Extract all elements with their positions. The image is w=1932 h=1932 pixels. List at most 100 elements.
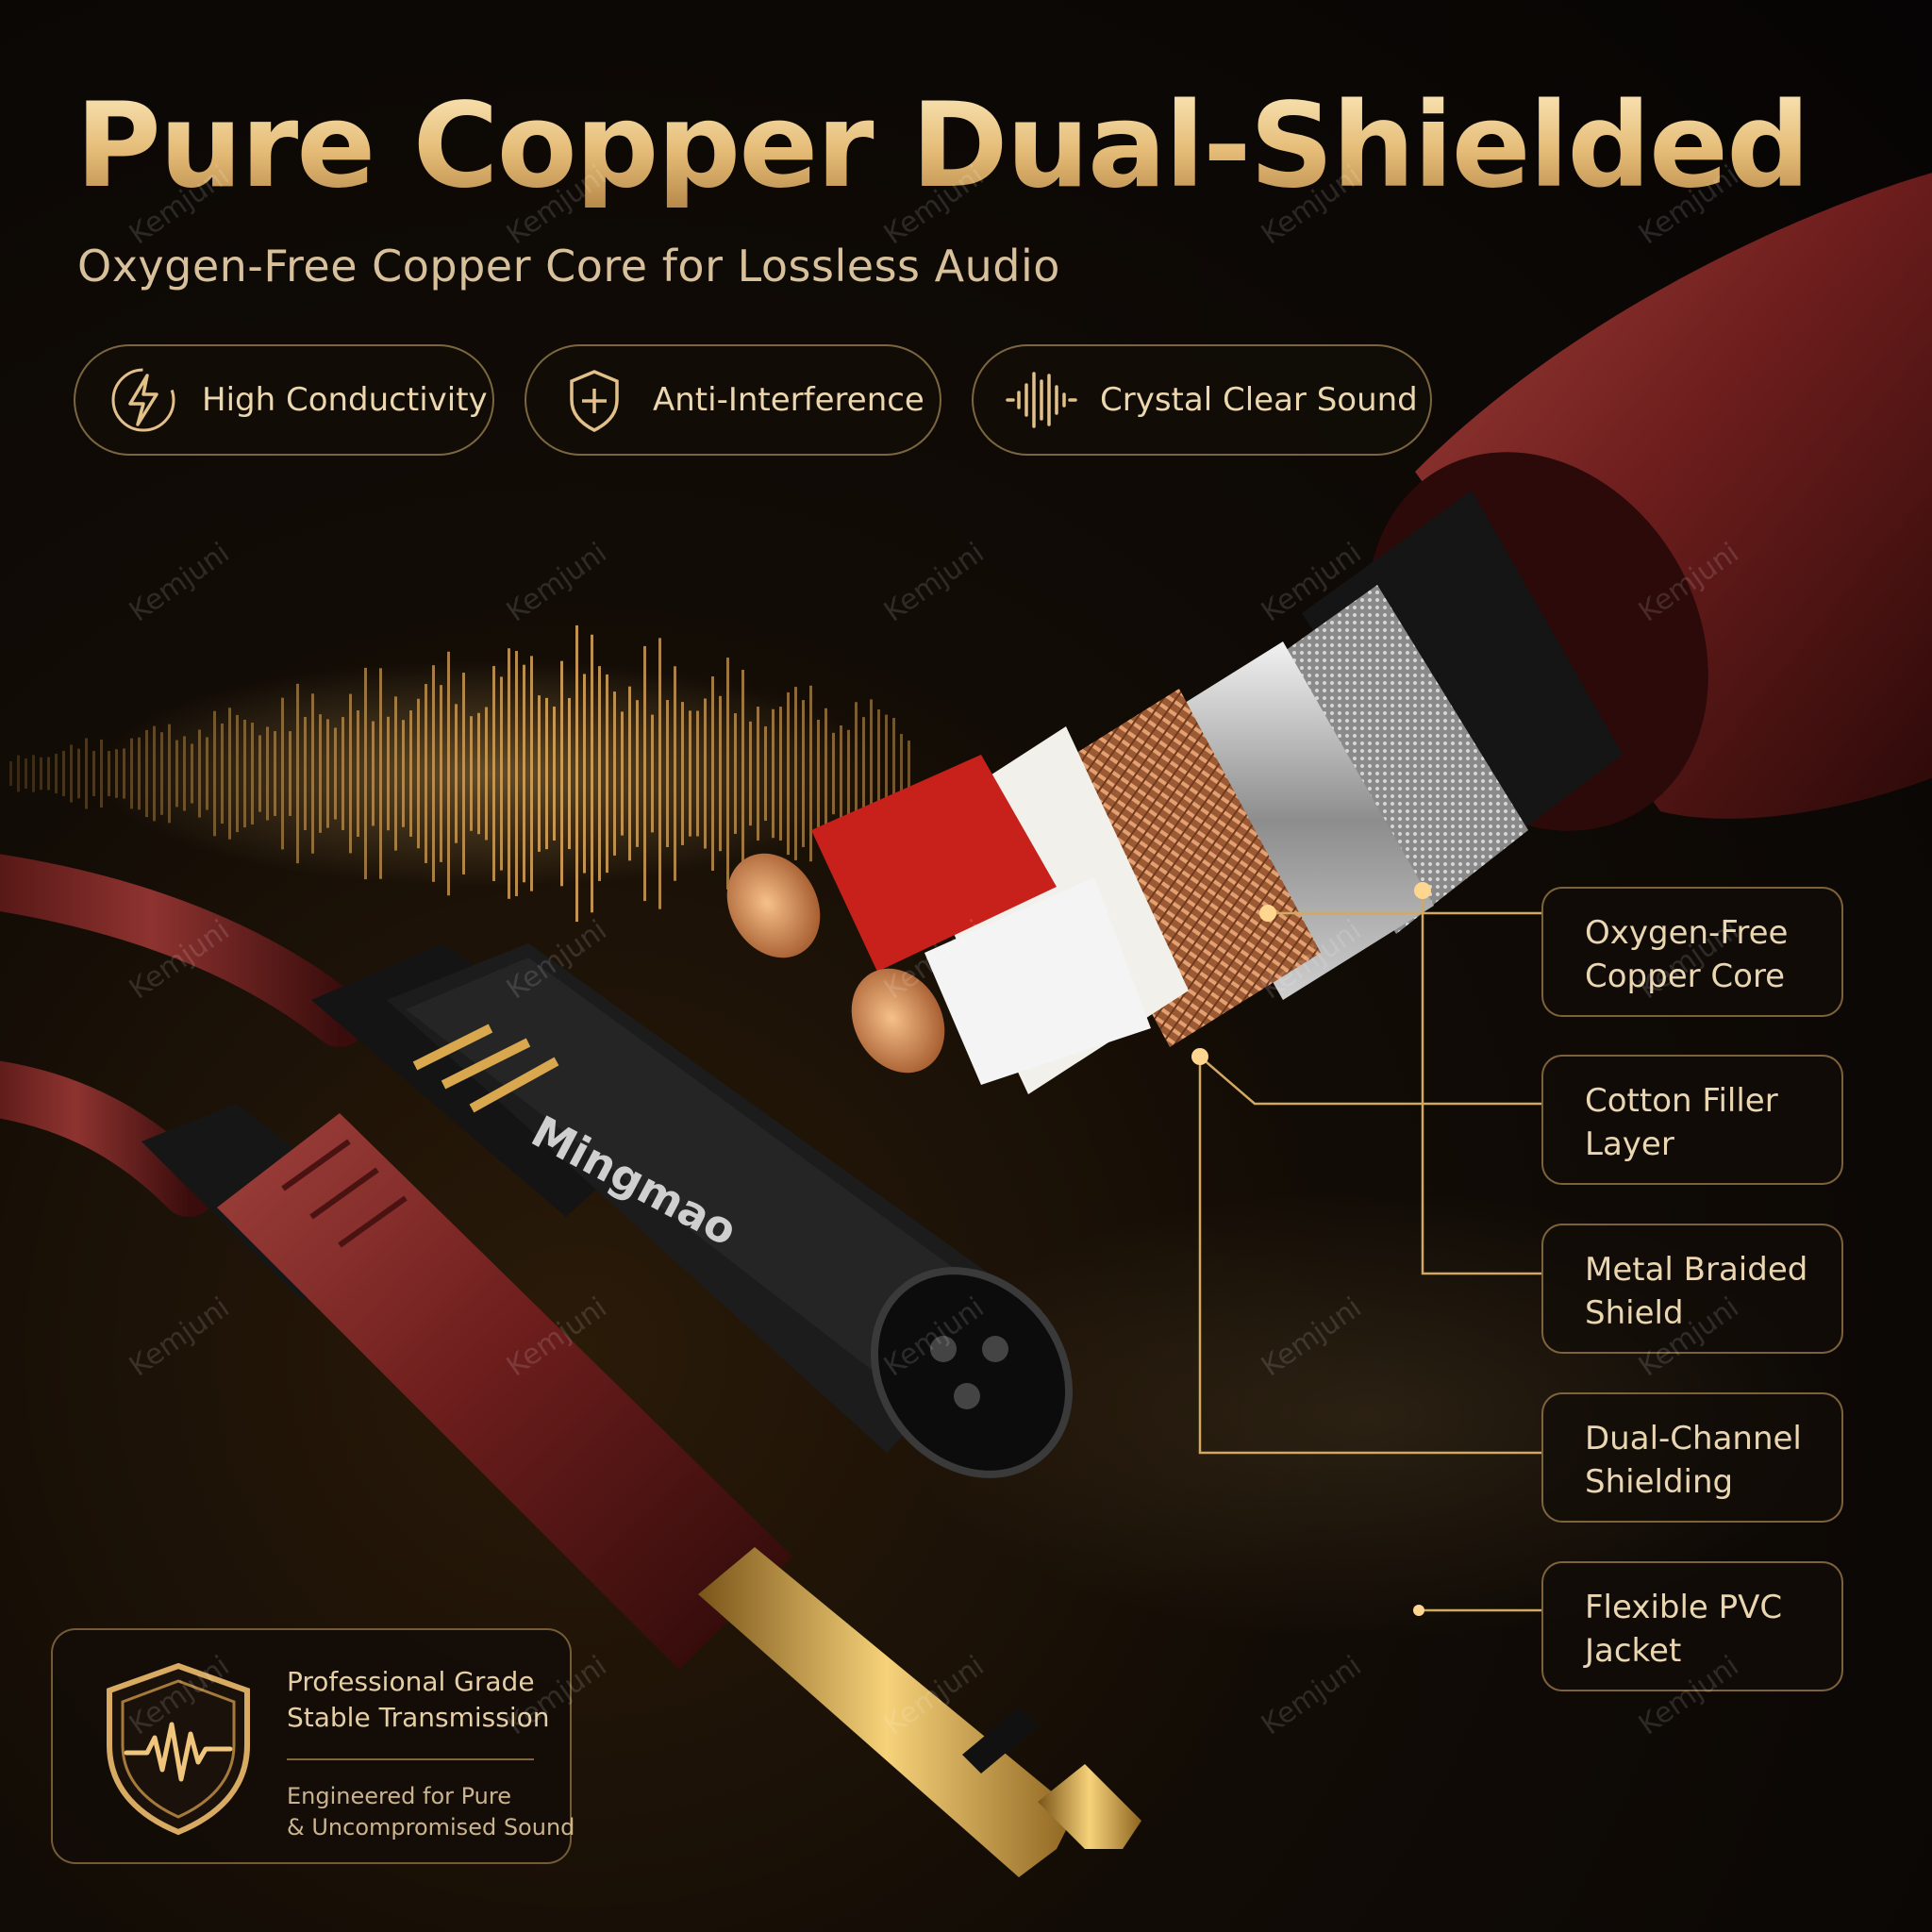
wave-bar bbox=[304, 717, 307, 830]
callout-lines bbox=[1198, 891, 1541, 1612]
badge-divider bbox=[287, 1758, 534, 1760]
wave-bar bbox=[402, 720, 405, 827]
spec-line: Metal Braided bbox=[1585, 1251, 1808, 1289]
wave-bar bbox=[772, 708, 774, 839]
callout-dots bbox=[1191, 882, 1431, 1616]
wave-bar bbox=[258, 735, 261, 812]
wave-bar bbox=[726, 658, 729, 890]
wave-bar bbox=[666, 700, 669, 847]
wave-bar bbox=[123, 748, 125, 799]
spec-line: Shielding bbox=[1585, 1463, 1734, 1501]
badge-heading-line: Professional Grade bbox=[287, 1666, 535, 1697]
wave-bar bbox=[409, 710, 412, 837]
wave-bar bbox=[77, 748, 80, 799]
wave-bar bbox=[213, 710, 216, 837]
feature-label: Crystal Clear Sound bbox=[1100, 381, 1418, 419]
spec-line: Dual-Channel bbox=[1585, 1420, 1802, 1457]
cable-cords bbox=[0, 854, 368, 1217]
wave-bar bbox=[658, 638, 661, 909]
wave-bar bbox=[908, 741, 910, 807]
shield-waveform-icon bbox=[107, 1662, 250, 1836]
wave-bar bbox=[9, 761, 12, 786]
wave-bar bbox=[643, 645, 646, 902]
wave-bar bbox=[689, 710, 691, 837]
wave-bar bbox=[349, 693, 352, 854]
wave-bar bbox=[840, 724, 842, 823]
wave-bar bbox=[440, 685, 442, 862]
wave-bar bbox=[794, 687, 797, 860]
wave-bar bbox=[749, 721, 752, 826]
wave-bar bbox=[394, 696, 397, 851]
wave-bar bbox=[613, 691, 616, 856]
wave-bar bbox=[228, 708, 231, 840]
spec-line: Oxygen-Free bbox=[1585, 914, 1789, 952]
wave-bar bbox=[160, 732, 163, 815]
wave-bar bbox=[583, 674, 586, 874]
wave-bar bbox=[553, 707, 556, 841]
wave-bar bbox=[545, 697, 548, 850]
wave-bar bbox=[130, 738, 133, 809]
spec-dual-channel-shielding: Dual-Channel Shielding bbox=[1541, 1392, 1843, 1523]
wave-bar bbox=[47, 757, 50, 791]
wave-bar bbox=[341, 717, 344, 830]
wave-bar bbox=[628, 686, 631, 861]
wave-bar bbox=[734, 713, 737, 834]
wave-bar bbox=[274, 731, 276, 816]
wave-bar bbox=[462, 673, 465, 874]
wave-bar bbox=[387, 716, 390, 831]
wave-bar bbox=[115, 749, 118, 798]
wave-bar bbox=[621, 711, 624, 836]
wave-bar bbox=[779, 707, 782, 841]
wave-bar bbox=[379, 668, 382, 879]
wave-bar bbox=[17, 755, 20, 792]
cable-cutaway bbox=[726, 173, 1932, 1094]
wave-bar bbox=[326, 719, 329, 828]
spec-line: Cotton Filler bbox=[1585, 1082, 1778, 1120]
wave-bar bbox=[764, 726, 767, 821]
wave-bar bbox=[485, 707, 488, 841]
quarter-inch-jack bbox=[142, 1104, 1141, 1877]
wave-bar bbox=[500, 676, 503, 871]
wave-bar bbox=[108, 751, 110, 796]
feature-label: High Conductivity bbox=[202, 381, 488, 419]
spec-line: Flexible PVC bbox=[1585, 1589, 1783, 1626]
wave-bar bbox=[92, 751, 95, 796]
feature-high-conductivity: High Conductivity bbox=[74, 344, 494, 456]
wave-bar bbox=[334, 727, 337, 820]
wave-bar bbox=[877, 709, 880, 838]
quality-badge: Professional Grade Stable Transmission E… bbox=[51, 1628, 575, 1864]
spec-line: Layer bbox=[1585, 1125, 1674, 1163]
feature-label: Anti-Interference bbox=[653, 381, 924, 419]
wave-bar bbox=[847, 729, 850, 818]
wave-bar bbox=[832, 732, 835, 815]
wave-bar bbox=[862, 717, 865, 830]
wave-bar bbox=[372, 721, 375, 826]
wave-bar bbox=[311, 693, 314, 854]
wave-bar bbox=[870, 699, 873, 848]
wave-bar bbox=[719, 695, 722, 852]
wave-bar bbox=[289, 731, 291, 816]
wave-bar bbox=[711, 675, 714, 872]
wave-bar bbox=[281, 697, 284, 850]
spec-line: Copper Core bbox=[1585, 958, 1786, 995]
badge-body: Engineered for Pure & Uncompromised Soun… bbox=[287, 1781, 575, 1843]
soundwave-background bbox=[9, 625, 910, 923]
wave-bar bbox=[447, 651, 450, 896]
feature-crystal-clear-sound: Crystal Clear Sound bbox=[972, 344, 1432, 456]
shield-plus-icon bbox=[570, 370, 619, 432]
badge-heading: Professional Grade Stable Transmission bbox=[287, 1664, 549, 1736]
badge-body-line: & Uncompromised Sound bbox=[287, 1814, 575, 1840]
wave-bar bbox=[221, 723, 224, 824]
wave-bar bbox=[85, 738, 88, 809]
wave-bar bbox=[802, 700, 805, 847]
wave-bar bbox=[32, 755, 35, 792]
wave-bar bbox=[696, 710, 699, 837]
wave-bar bbox=[757, 707, 759, 841]
wave-bar bbox=[70, 744, 73, 803]
wave-bar bbox=[508, 648, 510, 899]
wave-bar bbox=[138, 737, 141, 810]
wave-bar bbox=[243, 719, 246, 828]
wave-bar bbox=[175, 740, 178, 808]
wave-bar bbox=[900, 734, 903, 813]
